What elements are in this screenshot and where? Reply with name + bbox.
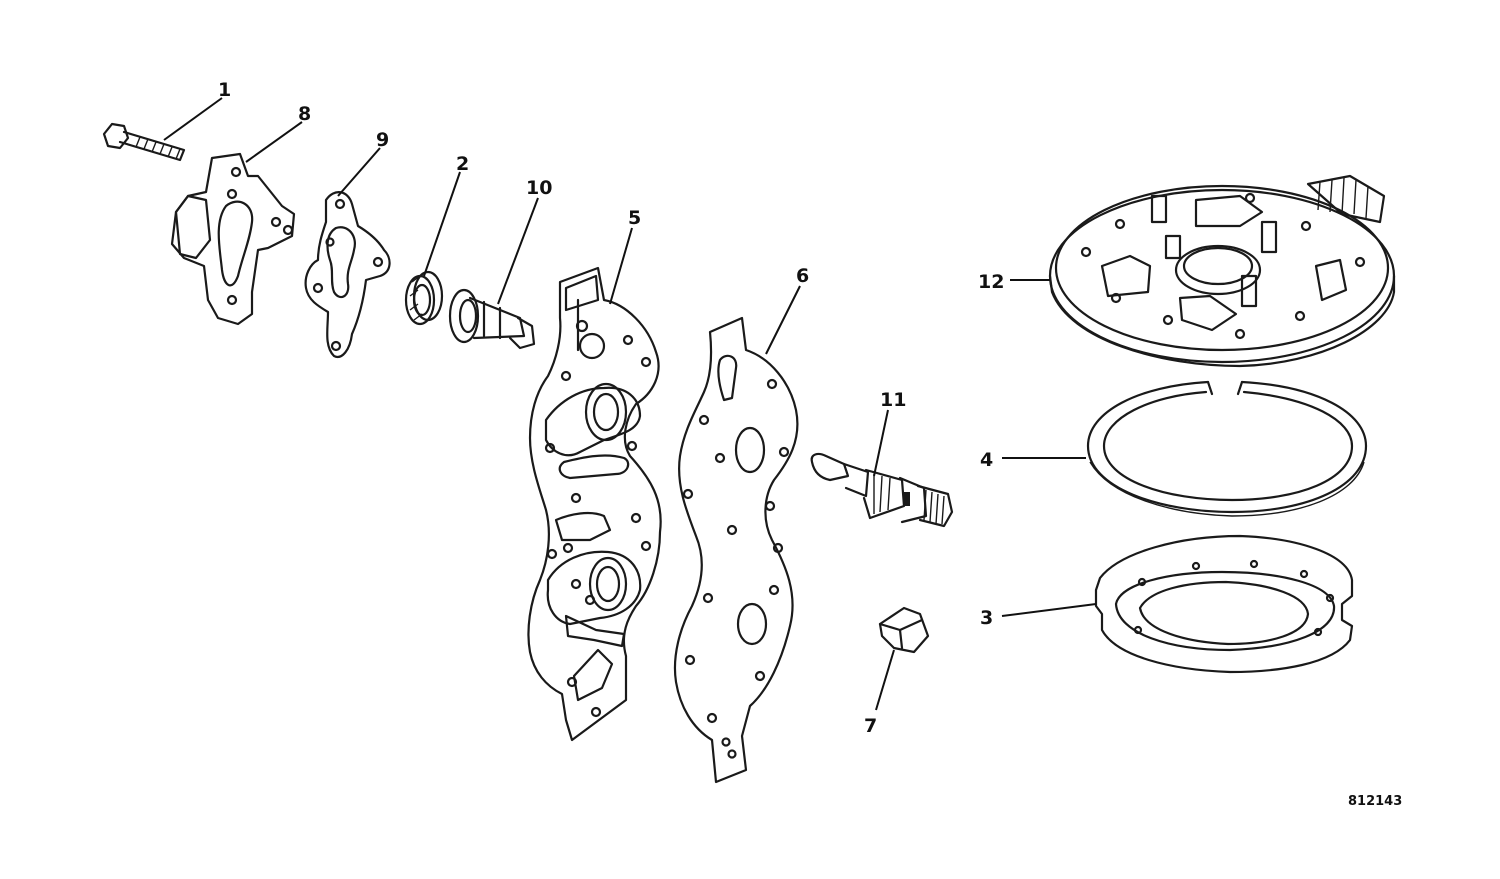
callout-4: 4 <box>980 449 993 471</box>
callout-6: 6 <box>796 265 809 287</box>
callout-12: 12 <box>978 271 1004 293</box>
figure-number: 812143 <box>1348 794 1402 809</box>
callout-1: 1 <box>218 79 231 101</box>
leader-lines <box>163 97 1097 711</box>
part-seal <box>404 270 444 326</box>
callout-5: 5 <box>628 207 641 229</box>
part-block <box>878 606 930 654</box>
callout-labels: 1 8 9 2 10 5 6 11 12 4 3 7 <box>218 79 1004 737</box>
part-split-ring <box>1086 380 1368 517</box>
part-bolt <box>102 122 186 162</box>
callout-10: 10 <box>526 177 552 199</box>
part-head-plate <box>527 266 662 742</box>
part-head-gasket <box>673 316 799 784</box>
callout-11: 11 <box>880 389 906 411</box>
part-gasket-small <box>304 191 391 358</box>
callout-2: 2 <box>456 153 469 175</box>
part-retainer-plate <box>1094 534 1354 674</box>
callout-8: 8 <box>298 103 311 125</box>
part-valve <box>448 288 536 350</box>
callout-9: 9 <box>376 129 389 151</box>
part-spark-plug <box>810 452 954 528</box>
callout-3: 3 <box>980 607 993 629</box>
callout-7: 7 <box>864 715 877 737</box>
part-cover <box>170 152 296 326</box>
part-stator-plate <box>1048 174 1396 368</box>
